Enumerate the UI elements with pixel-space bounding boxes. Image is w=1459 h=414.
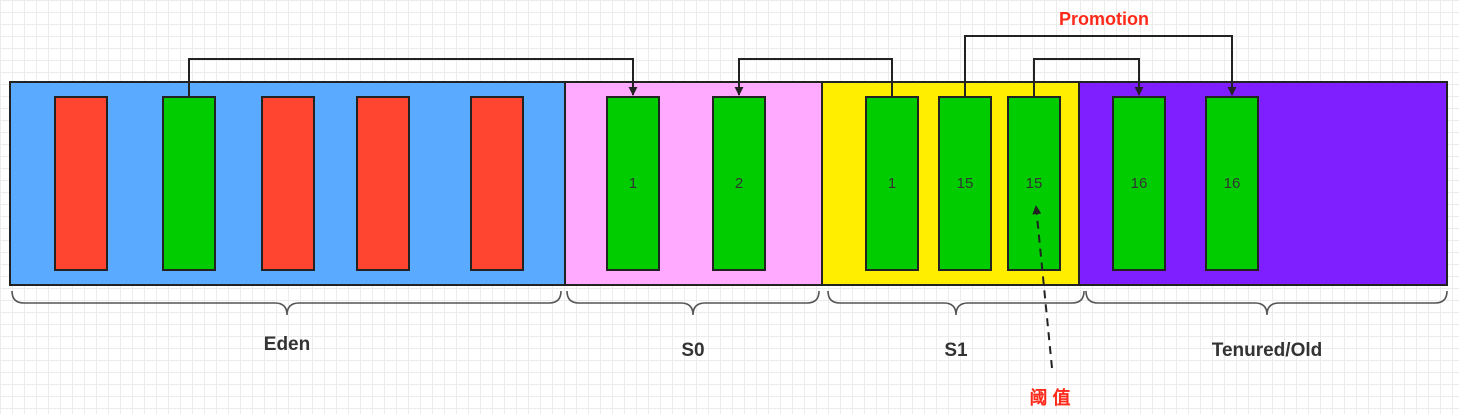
object-age-label: 16 xyxy=(1224,175,1241,192)
object-age-label: 1 xyxy=(888,175,896,192)
eden-label: Eden xyxy=(264,334,310,355)
object-block xyxy=(261,96,315,271)
object-block: 1 xyxy=(606,96,660,271)
s0-region xyxy=(564,81,823,286)
copy-arrow-eden-to-s0 xyxy=(188,58,638,97)
object-age-label: 15 xyxy=(957,175,974,192)
eden-brace xyxy=(11,290,562,316)
s0-brace xyxy=(566,290,820,316)
promotion-label: Promotion xyxy=(1059,9,1149,29)
promotion-arrow-s1-to-old xyxy=(1033,58,1144,97)
old-label: Tenured/Old xyxy=(1212,340,1322,361)
promotion-arrow-s1-to-old xyxy=(964,35,1237,97)
object-age-label: 1 xyxy=(629,175,637,192)
object-block: 15 xyxy=(1007,96,1061,271)
object-block xyxy=(54,96,108,271)
object-block xyxy=(470,96,524,271)
object-age-label: 16 xyxy=(1131,175,1148,192)
object-block: 16 xyxy=(1205,96,1259,271)
object-block xyxy=(356,96,410,271)
object-block: 2 xyxy=(712,96,766,271)
object-block xyxy=(162,96,216,271)
object-block: 15 xyxy=(938,96,992,271)
copy-arrow-s1-to-s0 xyxy=(734,58,893,97)
object-age-label: 2 xyxy=(735,175,743,192)
s0-label: S0 xyxy=(681,340,704,361)
old-brace xyxy=(1085,290,1448,316)
object-block: 1 xyxy=(865,96,919,271)
object-block: 16 xyxy=(1112,96,1166,271)
s1-brace xyxy=(827,290,1085,316)
threshold-label: 阈 值 xyxy=(1029,387,1070,408)
object-age-label: 15 xyxy=(1026,175,1043,192)
s1-label: S1 xyxy=(944,340,968,361)
